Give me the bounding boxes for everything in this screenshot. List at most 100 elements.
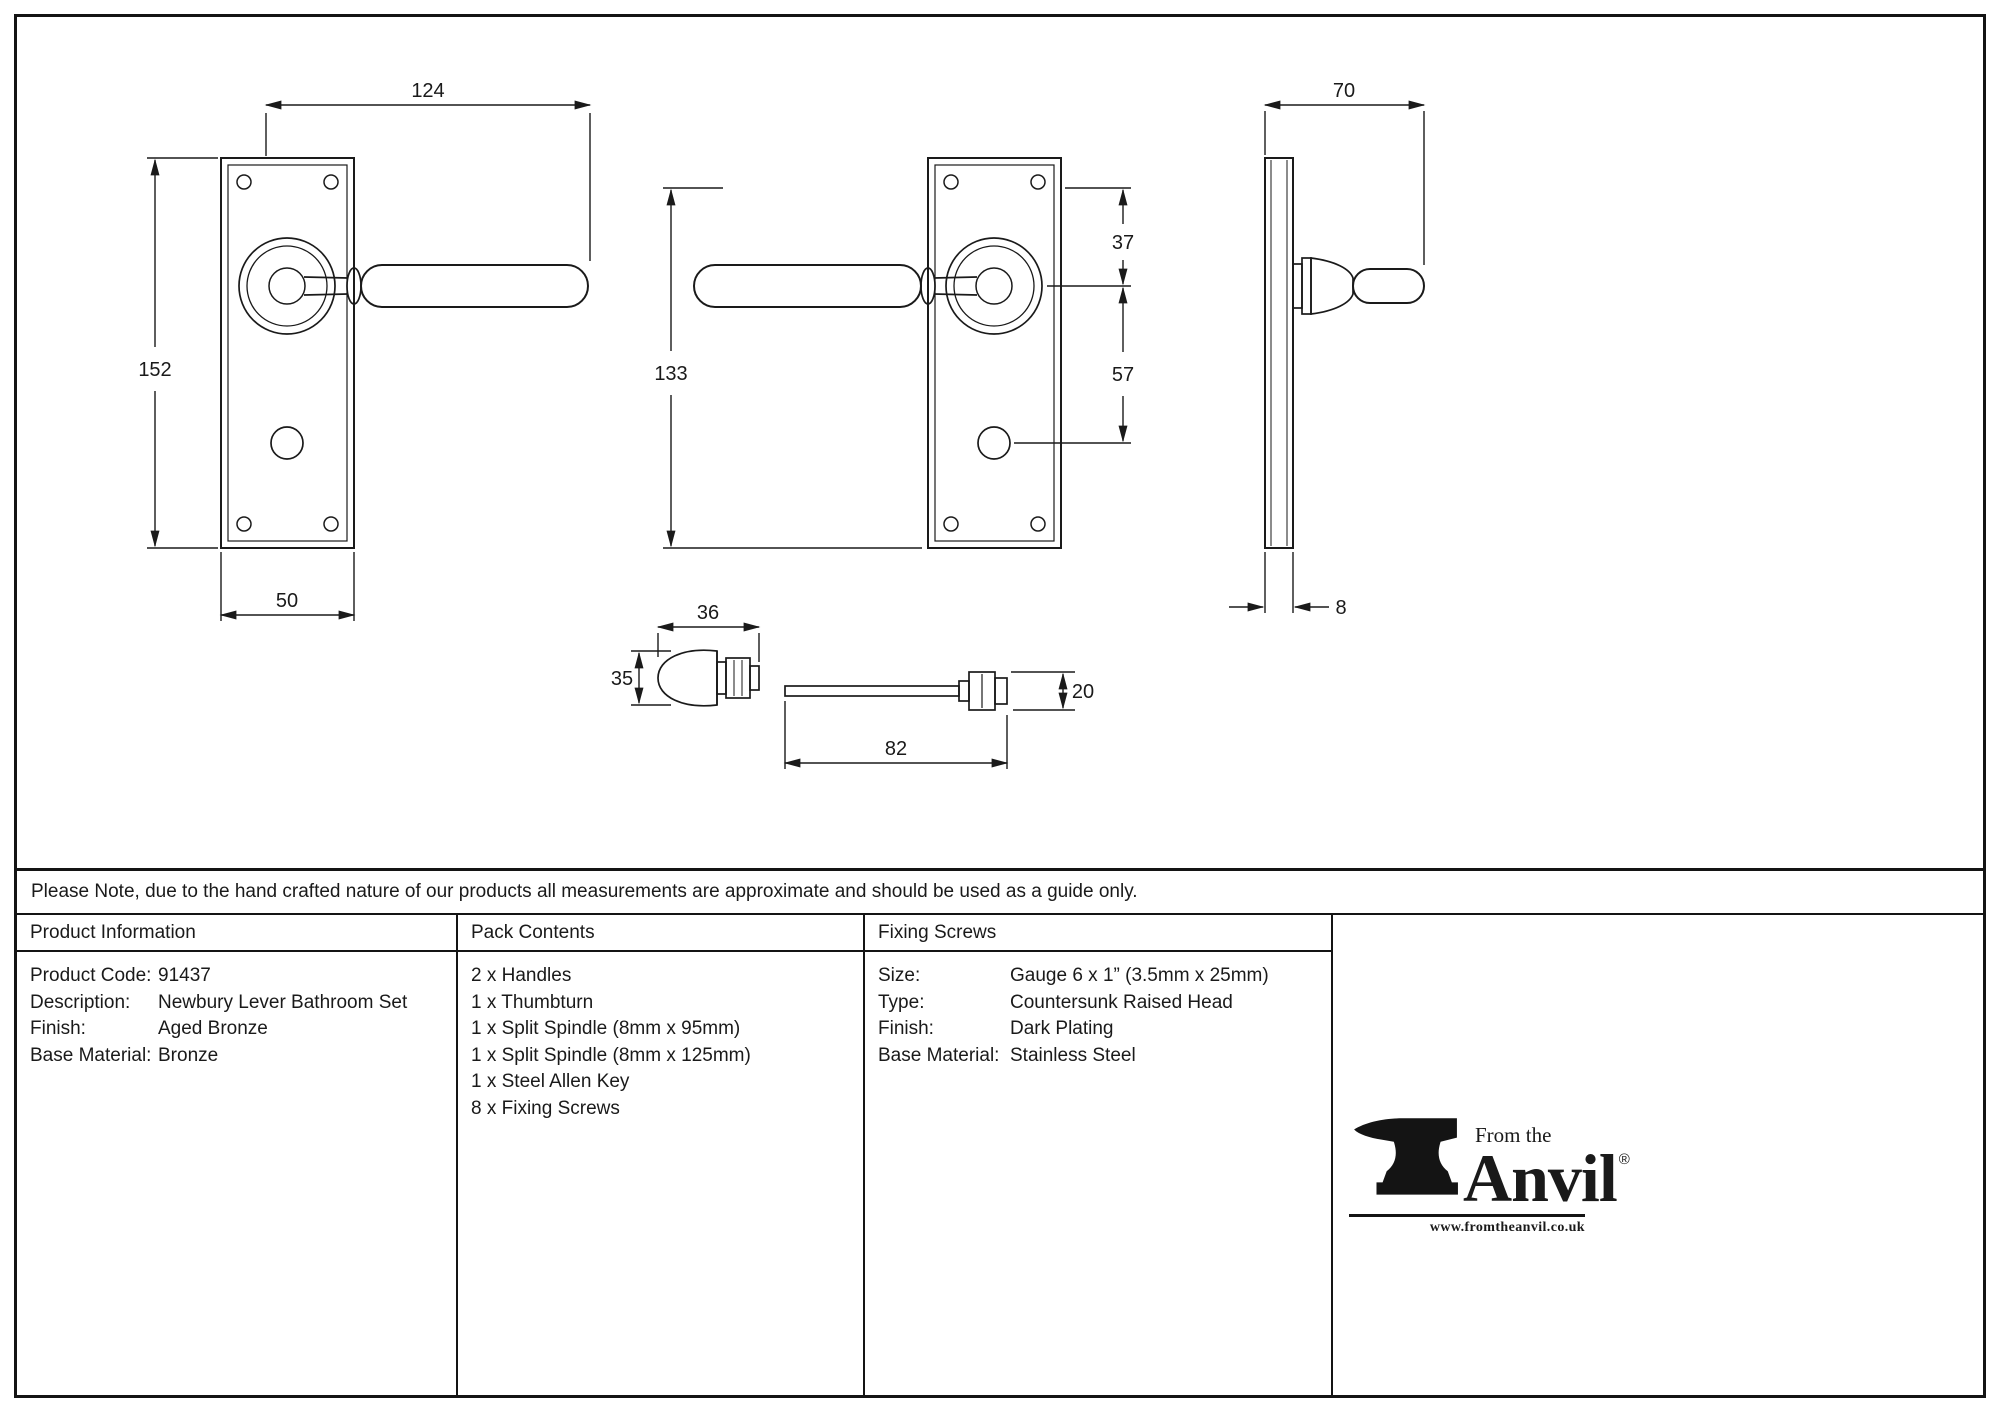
dimension-labels: 124 152 50 133 37 57 70 8 36 35 82 20: [138, 80, 1355, 760]
table-row: Description: Newbury Lever Bathroom Set: [30, 990, 443, 1017]
lever-neck: [933, 293, 978, 296]
rose-outer: [945, 237, 1043, 335]
lever-hub: [268, 267, 306, 305]
side-view-drawing: [1264, 157, 1425, 549]
thumbturn-drawing: [657, 649, 760, 707]
dim-plate-width: 50: [276, 590, 298, 612]
screw-hole: [323, 174, 339, 190]
dim-spindle-length: 82: [885, 738, 907, 760]
screw-hole: [943, 516, 959, 532]
technical-drawing: 124 152 50 133 37 57 70 8 36 35 82 20: [138, 80, 1426, 769]
backplate: [927, 157, 1062, 549]
row-label: Base Material:: [878, 1044, 1000, 1066]
spindle-drawing: [784, 671, 1008, 711]
lever-neck: [303, 293, 349, 296]
table-row: Base Material: Bronze: [30, 1043, 443, 1070]
pack-contents-cell: 2 x Handles 1 x Thumbturn 1 x Split Spin…: [458, 952, 865, 1395]
dim-projection: 70: [1333, 80, 1355, 102]
note-text: Please Note, due to the hand crafted nat…: [31, 881, 1138, 902]
bathroom-turn-hole: [977, 426, 1011, 460]
dim-plate-thickness: 8: [1335, 597, 1346, 619]
row-value: Countersunk Raised Head: [1010, 991, 1233, 1013]
table-row: Type: Countersunk Raised Head: [878, 990, 1318, 1017]
dim-knob-width: 36: [697, 602, 719, 624]
reverse-view-dimensions: [663, 187, 1131, 549]
brand-logo-cell: From the Anvil ® www.fromtheanvil.co.uk: [1333, 915, 1983, 1395]
lever-hub: [975, 267, 1013, 305]
backplate-bevel: [934, 164, 1055, 542]
rose-inner: [953, 245, 1035, 327]
row-label: Product Code:: [30, 965, 152, 986]
backplate-edge: [1264, 157, 1294, 549]
lever-neck: [303, 276, 349, 279]
spindle-end-cap: [994, 677, 1008, 705]
pack-contents-item: 1 x Thumbturn: [471, 991, 594, 1013]
backplate-bevel: [227, 164, 348, 542]
pack-contents-item: 8 x Fixing Screws: [471, 1097, 620, 1119]
screw-hole: [323, 516, 339, 532]
screw-hole: [1030, 174, 1046, 190]
row-label: Type:: [878, 991, 925, 1013]
thumbturn-dimensions: [631, 622, 1075, 769]
table-row: Base Material: Stainless Steel: [878, 1043, 1318, 1070]
thumbturn-neck: [716, 661, 727, 695]
logo-name-line: Anvil ®: [1463, 1139, 1630, 1216]
dim-spindle-to-turn: 57: [1112, 364, 1134, 386]
lever-grip: [693, 264, 922, 308]
thumbturn-barrel: [725, 657, 751, 699]
brand-logo: From the Anvil ® www.fromtheanvil.co.uk: [1349, 1111, 1630, 1236]
table-row: Size: Gauge 6 x 1” (3.5mm x 25mm): [878, 963, 1318, 990]
logo-tagline: From the: [1475, 1122, 1552, 1147]
rose-profile-step: [1301, 257, 1312, 315]
rose-outer: [238, 237, 336, 335]
pack-contents-item: 1 x Split Spindle (8mm x 95mm): [471, 1018, 741, 1039]
spindle-rod: [784, 685, 960, 697]
registered-mark: ®: [1618, 1150, 1630, 1168]
front-view-drawing: [220, 157, 589, 549]
rose-profile-step: [1292, 263, 1303, 309]
row-value: Stainless Steel: [1010, 1044, 1136, 1066]
product-info-header: Product Information: [17, 915, 458, 952]
logo-name: Anvil: [1463, 1139, 1618, 1216]
row-value: Newbury Lever Bathroom Set: [158, 991, 408, 1013]
dim-top-to-spindle: 37: [1112, 232, 1134, 254]
dim-plate-height: 152: [138, 359, 171, 381]
row-value: Dark Plating: [1010, 1018, 1114, 1039]
logo-rule: [1349, 1213, 1585, 1217]
row-label: Description:: [30, 991, 131, 1013]
info-panel: Please Note, due to the hand crafted nat…: [17, 868, 1983, 1395]
product-info-cell: Product Code: 91437 Description: Newbury…: [17, 952, 458, 1395]
row-value: Bronze: [158, 1044, 219, 1066]
table-row: Finish: Dark Plating: [878, 1016, 1318, 1043]
pack-contents-item: 1 x Steel Allen Key: [471, 1071, 630, 1092]
pack-contents-header: Pack Contents: [458, 915, 865, 952]
screw-hole: [236, 174, 252, 190]
backplate: [220, 157, 355, 549]
fixing-screws-cell: Size: Gauge 6 x 1” (3.5mm x 25mm) Type: …: [865, 952, 1333, 1395]
row-label: Finish:: [30, 1018, 86, 1039]
note-bar: Please Note, due to the hand crafted nat…: [17, 871, 1983, 915]
rose-inner: [246, 245, 328, 327]
lever-grip-profile: [1352, 268, 1425, 304]
spindle-step: [958, 680, 970, 702]
anvil-icon: [1354, 1117, 1458, 1195]
screw-hole: [1030, 516, 1046, 532]
thumbturn-wing: [657, 649, 718, 707]
lever-base-profile: [1310, 257, 1354, 315]
dim-knob-height: 35: [611, 668, 633, 690]
front-view-dimensions: [147, 100, 592, 621]
logo-words: From the Anvil ®: [1463, 1122, 1630, 1216]
lever-grip: [360, 264, 589, 308]
fixing-screws-header: Fixing Screws: [865, 915, 1333, 952]
row-label: Finish:: [878, 1018, 934, 1039]
table-row: Product Code: 91437: [30, 963, 443, 990]
dim-connector-height: 20: [1072, 681, 1094, 703]
bathroom-turn-hole: [270, 426, 304, 460]
dim-overall-height: 133: [654, 363, 687, 385]
reverse-view-drawing: [693, 157, 1062, 549]
table-row: Finish: Aged Bronze: [30, 1016, 443, 1043]
row-label: Size:: [878, 965, 921, 986]
row-value: 91437: [158, 965, 211, 986]
row-label: Base Material:: [30, 1044, 152, 1066]
